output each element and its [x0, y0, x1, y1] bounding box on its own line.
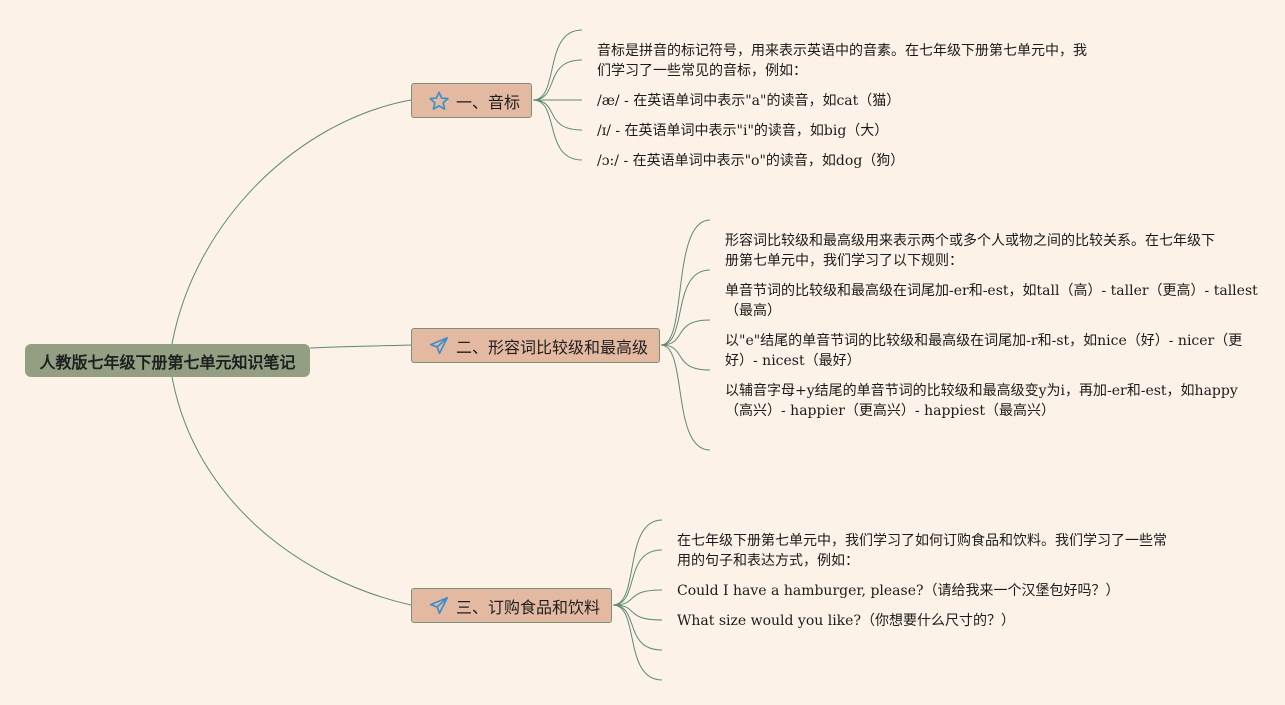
root-topic-label: 人教版七年级下册第七单元知识笔记: [39, 352, 296, 372]
connector-phonetics-5: [532, 99, 583, 161]
connector-adjectives-1: [660, 219, 711, 346]
connector-phonetics-2: [532, 59, 583, 101]
root-topic[interactable]: 人教版七年级下册第七单元知识笔记: [25, 344, 310, 377]
leaf-adjectives-rule-y[interactable]: 以辅音字母+y结尾的单音节词的比较级和最高级变y为i，再加-er和-est，如h…: [725, 383, 1238, 419]
connector-ordering-1: [612, 519, 663, 606]
connector-adjectives-4: [660, 344, 711, 371]
connector-phonetics-1: [532, 29, 583, 101]
leaf-ordering-hamburger[interactable]: Could I have a hamburger, please?（请给我来一个…: [677, 583, 1120, 599]
branch-label: 二、形容词比较级和最高级: [456, 337, 649, 357]
connector-root-branch-2: [309, 344, 412, 349]
leaf-phonetics-intro[interactable]: 音标是拼音的标记符号，用来表示英语中的音素。在七年级下册第七单元中，我 们学习了…: [597, 43, 1087, 79]
connector-adjectives-3: [660, 319, 711, 346]
connector-ordering-6: [612, 604, 663, 681]
branch-ordering-food[interactable]: 三、订购食品和饮料: [411, 588, 612, 623]
leaf-ordering-size[interactable]: What size would you like?（你想要什么尺寸的？）: [677, 613, 1015, 629]
connector-root-branch-1: [171, 99, 412, 345]
branch-label: 三、订购食品和饮料: [456, 597, 601, 617]
leaf-ordering-intro[interactable]: 在七年级下册第七单元中，我们学习了如何订购食品和饮料。我们学习了一些常 用的句子…: [677, 533, 1167, 569]
branch-adjectives[interactable]: 二、形容词比较级和最高级: [411, 328, 660, 363]
connector-ordering-4: [612, 604, 663, 621]
star-icon: [428, 90, 450, 112]
connector-ordering-2: [612, 549, 663, 606]
connector-adjectives-5: [660, 344, 711, 451]
connector-ordering-5: [612, 604, 663, 651]
branch-label: 一、音标: [456, 92, 521, 112]
leaf-phonetics-ae[interactable]: /æ/ - 在英语单词中表示"a"的读音，如cat（猫）: [597, 93, 901, 109]
paper-plane-icon: [428, 335, 450, 357]
connector-ordering-3: [612, 589, 663, 606]
paper-plane-icon: [428, 595, 450, 617]
leaf-adjectives-rule-er-est[interactable]: 单音节词的比较级和最高级在词尾加-er和-est，如tall（高）- talle…: [725, 283, 1258, 319]
leaf-phonetics-i[interactable]: /ɪ/ - 在英语单词中表示"i"的读音，如big（大）: [597, 123, 889, 139]
connector-phonetics-4: [532, 99, 583, 131]
branch-phonetics[interactable]: 一、音标: [411, 83, 532, 118]
leaf-phonetics-o[interactable]: /ɔ:/ - 在英语单词中表示"o"的读音，如dog（狗）: [597, 153, 905, 169]
leaf-adjectives-intro[interactable]: 形容词比较级和最高级用来表示两个或多个人或物之间的比较关系。在七年级下 册第七单…: [725, 233, 1215, 269]
connector-adjectives-2: [660, 269, 711, 346]
connector-root-branch-3: [171, 376, 412, 606]
leaf-adjectives-rule-e[interactable]: 以"e"结尾的单音节词的比较级和最高级在词尾加-r和-st，如nice（好）- …: [725, 333, 1243, 369]
